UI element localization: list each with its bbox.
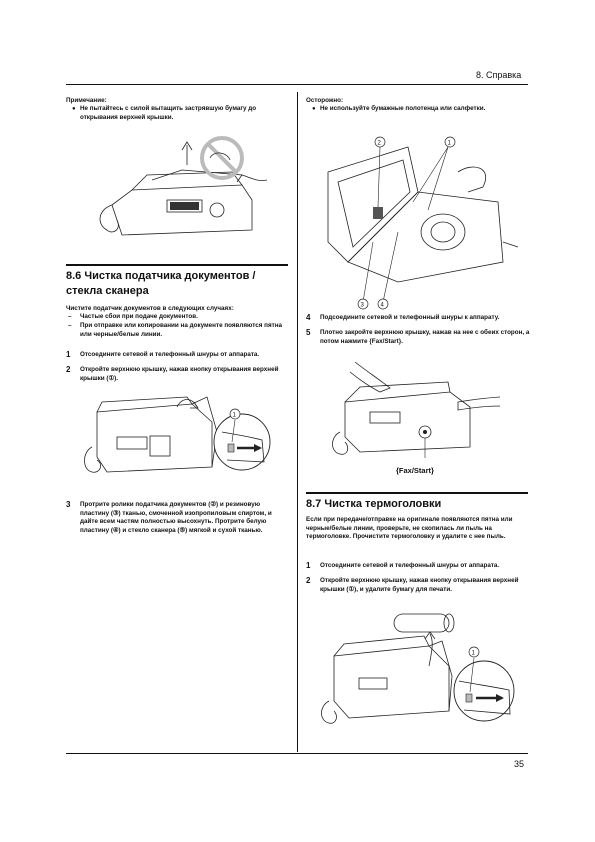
note-text: Не пытайтесь с силой вытащить застрявшую… [80, 105, 257, 121]
step-5-number: 5 [306, 328, 311, 337]
caution-title: Осторожно: [306, 97, 344, 104]
svg-text:1: 1 [448, 141, 452, 147]
case-2: При отправке или копировании на документ… [80, 322, 283, 338]
step-1-text: Отсоедините сетевой и телефонный шнуры о… [80, 351, 260, 358]
section-87-intro: Если при передаче/отправке на оригинале … [306, 516, 513, 541]
section-87-step-1-text: Отсоедините сетевой и телефонный шнуры о… [320, 562, 500, 569]
page-number: 35 [514, 759, 525, 769]
section-87-title: 8.7 Чистка термоголовки [306, 498, 442, 510]
section-86-intro: Чистите податчик документов в следующих … [66, 305, 234, 312]
step-4-number: 4 [306, 313, 311, 322]
case-dash: – [68, 313, 72, 320]
svg-text:2: 2 [378, 141, 382, 147]
bullet-icon: ● [72, 106, 76, 112]
bullet-icon: ● [312, 106, 316, 112]
svg-text:1: 1 [472, 651, 476, 657]
section-86-title-line2: стекла сканера [66, 285, 149, 297]
section-86-rule [66, 264, 288, 266]
fax-pull-paper-illustration [99, 136, 268, 236]
step-2-number: 2 [306, 576, 311, 585]
step-3-text: Протрите ролики податчика документов (②)… [80, 501, 272, 534]
remove-paper-roll-illustration: 1 [321, 613, 515, 724]
section-87-rule [306, 492, 528, 494]
section-86-title-line1: 8.6 Чистка податчика документов / [66, 270, 256, 282]
step-3-number: 3 [66, 500, 71, 509]
case-dash: – [68, 322, 72, 329]
column-divider [297, 92, 298, 752]
step-1-number: 1 [66, 350, 71, 359]
scanner-parts-illustration: 2 1 3 4 [327, 136, 519, 310]
step-4-text: Подсоедините сетевой и телефонный шнуры … [320, 314, 500, 321]
footer-rule [66, 753, 528, 754]
step-5-text: Плотно закройте верхнюю крышку, нажав на… [320, 329, 530, 345]
case-1: Частые сбои при подаче документов. [80, 313, 198, 320]
section-87-step-2-text: Откройте верхнюю крышку, нажав кнопку от… [320, 577, 519, 593]
header-rule [66, 84, 528, 85]
svg-text:1: 1 [233, 413, 237, 419]
close-cover-illustration [332, 361, 501, 458]
svg-text:4: 4 [381, 303, 385, 309]
header-section: 8. Справка [476, 70, 522, 80]
note-title: Примечание: [66, 97, 107, 104]
step-1-number: 1 [306, 561, 311, 570]
open-cover-illustration: 1 [84, 396, 271, 473]
step-2-text: Откройте верхнюю крышку, нажав кнопку от… [80, 366, 279, 382]
fax-start-label: {Fax/Start} [396, 466, 434, 475]
caution-text: Не используйте бумажные полотенца или са… [320, 105, 486, 112]
svg-text:3: 3 [361, 303, 365, 309]
step-2-number: 2 [66, 365, 71, 374]
